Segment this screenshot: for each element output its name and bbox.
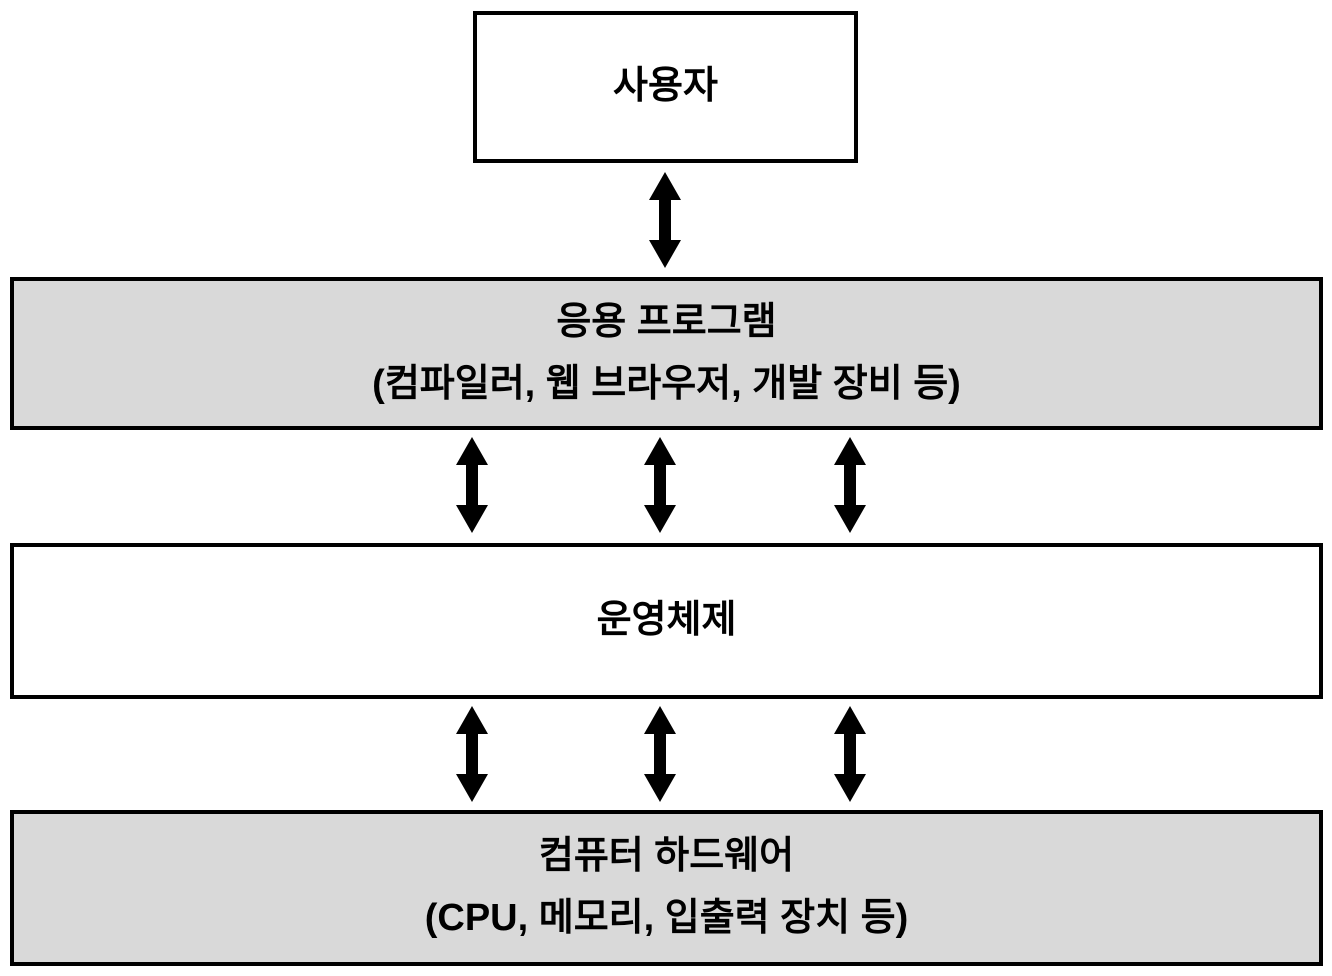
double-arrow-icon xyxy=(454,706,490,802)
double-arrow-icon xyxy=(832,706,868,802)
double-arrow-icon xyxy=(832,437,868,533)
double-arrow-icon xyxy=(454,437,490,533)
layer-user-label: 사용자 xyxy=(613,65,718,108)
layer-applications-label: 응용 프로그램 xyxy=(556,300,777,343)
layer-hardware-box: 컴퓨터 하드웨어 (CPU, 메모리, 입출력 장치 등) xyxy=(10,810,1323,966)
layer-user-box: 사용자 xyxy=(473,11,858,163)
double-arrow-icon xyxy=(647,172,683,268)
layer-applications-box: 응용 프로그램 (컴파일러, 웹 브라우저, 개발 장비 등) xyxy=(10,277,1323,430)
double-arrow-icon xyxy=(642,706,678,802)
layer-hardware-sublabel: (CPU, 메모리, 입출력 장치 등) xyxy=(424,897,909,939)
layer-operating-system-box: 운영체제 xyxy=(10,543,1323,699)
double-arrow-icon xyxy=(642,437,678,533)
layer-operating-system-label: 운영체제 xyxy=(596,599,737,642)
layer-hardware-label: 컴퓨터 하드웨어 xyxy=(538,835,795,878)
layer-applications-sublabel: (컴파일러, 웹 브라우저, 개발 장비 등) xyxy=(372,362,961,405)
